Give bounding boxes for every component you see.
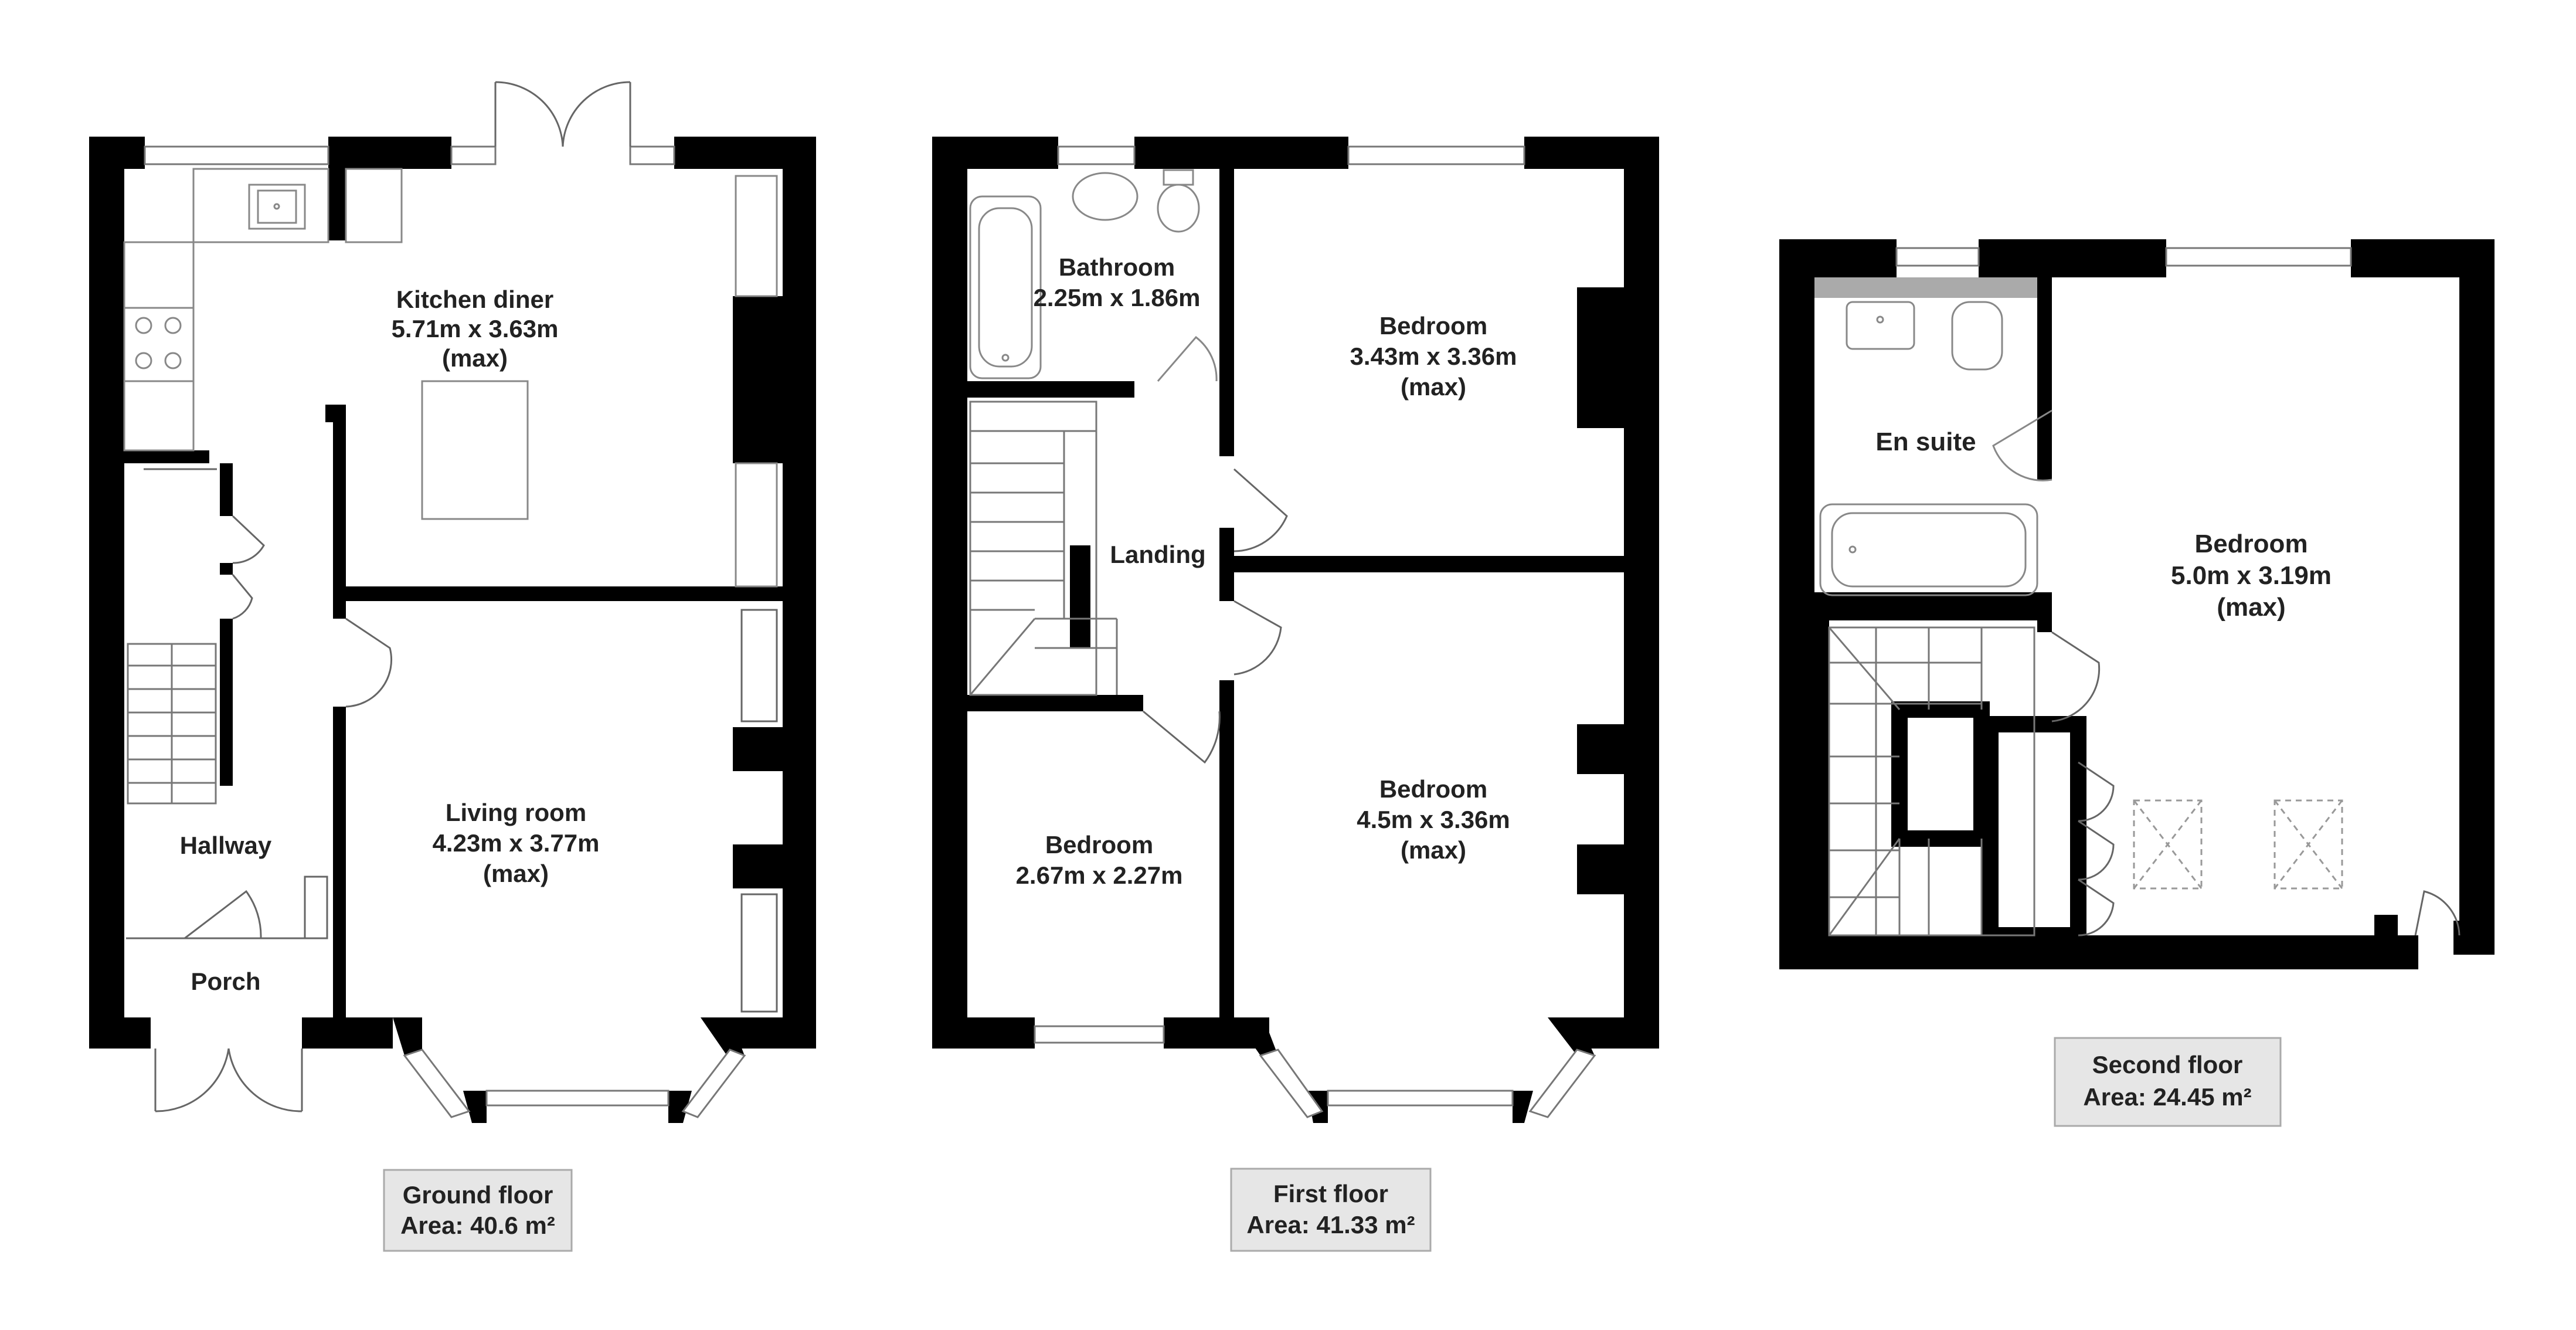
living-room-name: Living room [446,799,586,826]
bathroom-name: Bathroom [1059,253,1175,281]
ground-floor-doors [126,468,778,1013]
second-floor-staircase [1828,626,2035,937]
bedroom-small-size: 2.67m x 2.27m [1016,861,1183,889]
living-room-size: 4.23m x 3.77m [433,829,600,857]
second-floor-plan: En suite Bedroom 5.0m x 3.19m (max) Seco… [1779,239,2495,1127]
ensuite-bath-icon [1819,503,2038,596]
hob-icon [123,307,195,382]
first-floor-area: Area: 41.33 m² [1246,1211,1415,1239]
bedroom-front-name: Bedroom [1379,775,1487,803]
bedroom-front-note: (max) [1401,836,1466,864]
toilet-icon [1157,184,1200,233]
bedroom-rear-name: Bedroom [1379,312,1487,340]
ground-floor-area: Area: 40.6 m² [400,1212,555,1239]
kitchen-island [421,380,529,520]
first-floor-caption: First floor Area: 41.33 m² [1230,1168,1432,1252]
bathroom-fittings [969,169,1218,382]
kitchen-fittings [123,168,778,588]
kitchen-counter-top [192,168,329,243]
hallway-name: Hallway [180,832,272,859]
ensuite-name: En suite [1875,428,1976,456]
kitchen-note: (max) [442,344,508,372]
bedroom-rear-size: 3.43m x 3.36m [1350,342,1517,370]
landing-name: Landing [1110,541,1205,568]
second-floor-labels: En suite Bedroom 5.0m x 3.19m (max) [1875,428,2332,622]
porch-front-doors-icon [154,1048,303,1112]
ensuite-fittings [1814,277,2052,596]
top-bedroom-note: (max) [2217,593,2285,622]
glazed-panel [735,175,778,297]
living-room-note: (max) [483,860,549,887]
second-floor-windows [1895,247,2352,267]
ground-floor-title: Ground floor [403,1181,553,1209]
ground-floor-caption: Ground floor Area: 40.6 m² [383,1169,573,1252]
basin-icon [1072,172,1139,221]
bathroom-size: 2.25m x 1.86m [1034,284,1201,311]
ensuite-basin-icon [1846,301,1915,350]
ground-floor-windows [144,145,746,1118]
ground-floor-labels: Kitchen diner 5.71m x 3.63m (max) Living… [180,286,600,995]
glazed-panel [735,462,778,588]
first-floor-staircase [969,401,1118,696]
ground-floor-walls [89,137,816,1123]
second-floor-walls [1779,239,2495,969]
kitchen-unit [345,168,403,243]
kitchen-size: 5.71m x 3.63m [392,315,559,342]
first-floor-plan: Bathroom 2.25m x 1.86m Landing Bedroom 3… [932,137,1659,1252]
kitchen-counter-side [123,241,195,452]
ensuite-toilet-icon [1951,301,2003,371]
top-bedroom-size: 5.0m x 3.19m [2171,561,2332,590]
bedroom-small-name: Bedroom [1045,831,1153,859]
hallway-staircase [127,643,217,805]
bathtub-icon [969,195,1042,379]
second-floor-title: Second floor [2092,1051,2243,1078]
second-floor-doors [2051,631,2461,937]
porch-name: Porch [191,968,260,995]
bedroom-rear-note: (max) [1401,373,1466,401]
kitchen-french-doors-icon [494,81,631,147]
top-bedroom-name: Bedroom [2194,530,2307,558]
second-floor-caption: Second floor Area: 24.45 m² [2054,1037,2282,1127]
first-floor-walls [932,137,1659,1123]
first-floor-doors [1143,468,1288,764]
second-floor-area: Area: 24.45 m² [2083,1083,2251,1111]
bedroom-front-size: 4.5m x 3.36m [1357,806,1510,833]
first-floor-title: First floor [1273,1180,1388,1207]
kitchen-name: Kitchen diner [396,286,553,313]
first-floor-labels: Bathroom 2.25m x 1.86m Landing Bedroom 3… [1016,253,1517,889]
first-floor-windows [1034,145,1596,1118]
skylight-icons [2133,799,2343,890]
kitchen-sink-icon [248,184,306,230]
ground-floor-plan: Kitchen diner 5.71m x 3.63m (max) Living… [89,81,816,1252]
